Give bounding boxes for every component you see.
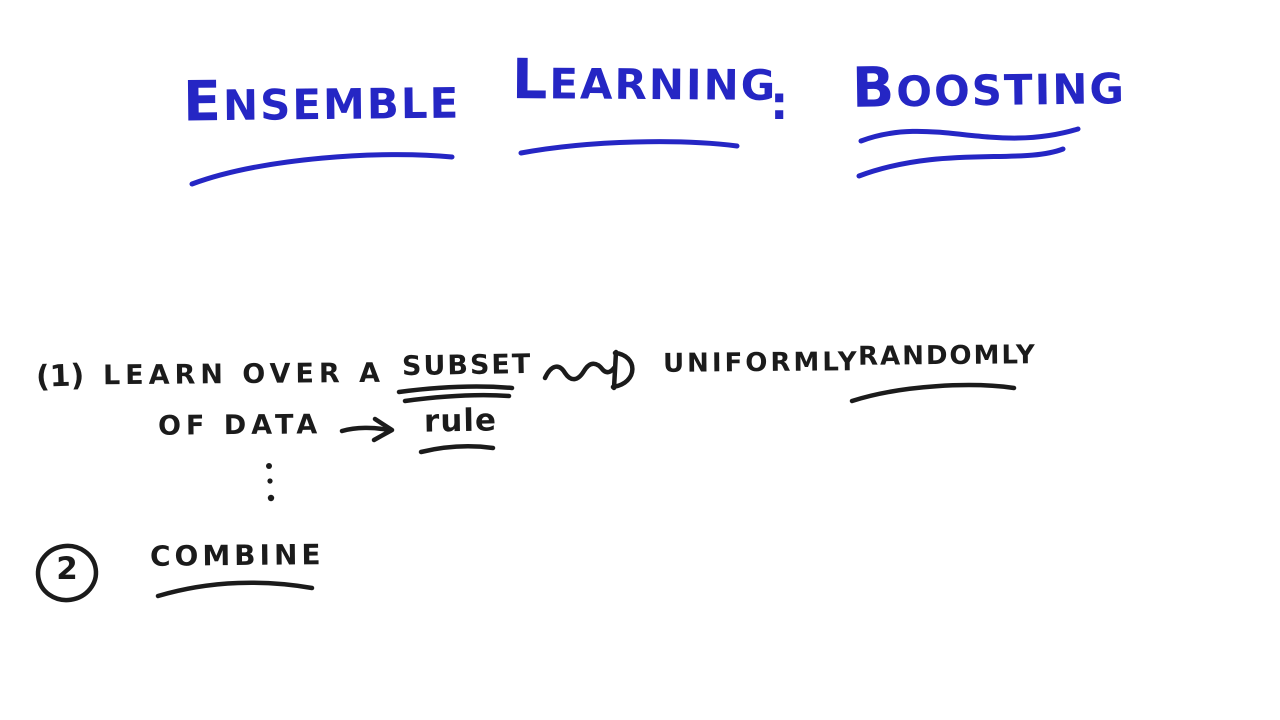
underline-subset-1 [396, 384, 515, 395]
annotation-uniformly: UNIFORMLY [662, 347, 860, 379]
title-word-learning: LEARNING [511, 48, 778, 113]
step1-result-rule: rule [423, 402, 498, 440]
title-colon: : [770, 76, 789, 130]
underline-boosting-wave2 [856, 146, 1066, 179]
step1-line1-text: LEARN OVER A [102, 357, 386, 392]
underline-rule [418, 444, 496, 455]
annotation-randomly: RANDOMLY [857, 340, 1037, 372]
underline-ensemble [189, 152, 455, 187]
right-arrow-icon [339, 416, 395, 443]
underline-subset-2 [402, 392, 512, 404]
step1-number: (1) [35, 358, 85, 395]
underline-learning [518, 139, 740, 156]
underline-randomly [849, 382, 1017, 404]
underline-combine [155, 580, 315, 599]
title-word-boosting: BOOSTING [851, 56, 1127, 121]
step2-number: 2 [56, 551, 78, 587]
vertical-dots-icon [266, 463, 275, 502]
step1-line2-text: OF DATA [157, 409, 323, 442]
title-word-ensemble: ENSEMBLE [182, 70, 461, 135]
step1-emphasis-subset: SUBSET [401, 348, 533, 383]
step2-combine-label: COMBINE [149, 538, 325, 573]
underline-boosting-wave1 [858, 126, 1081, 144]
squiggly-arrow-icon [542, 349, 635, 391]
